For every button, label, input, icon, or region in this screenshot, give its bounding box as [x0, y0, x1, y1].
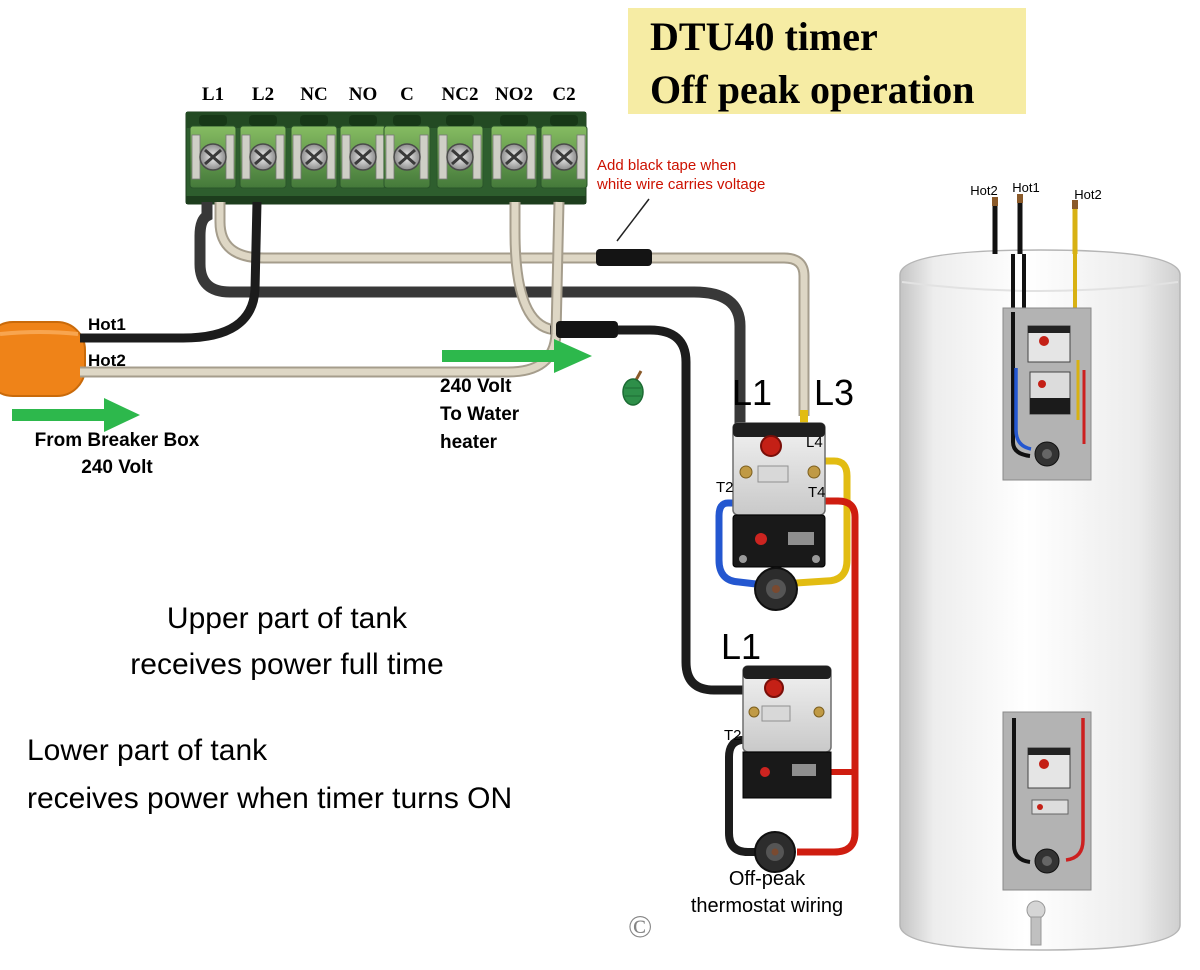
- wire-white-to-l3: [216, 202, 808, 416]
- terminal-nc2: [435, 113, 485, 190]
- title-line2: Off peak operation: [650, 67, 975, 112]
- tank-hot2-right-label: Hot2: [1074, 187, 1102, 202]
- terminal-label-no: NO: [348, 84, 378, 105]
- upper-thermostat-l1-label: L1: [731, 372, 773, 413]
- reset-button: [760, 435, 782, 457]
- wire-hot1: [80, 201, 262, 343]
- black-tape-segment: [596, 249, 652, 266]
- upper-thermostat: [732, 422, 826, 611]
- timer-terminal-block: [185, 111, 589, 205]
- heater-feed-line2: To Water: [440, 404, 520, 425]
- wire-white-switched: [511, 202, 559, 334]
- terminal-label-nc2: NC2: [441, 84, 479, 105]
- black-tape-segment: [556, 321, 618, 338]
- heater-feed-line1: 240 Volt: [440, 376, 512, 397]
- wire-hot2: [80, 201, 563, 376]
- heater-feed-line3: heater: [440, 432, 498, 453]
- lower-tank-note: Lower part of tank receives power when t…: [27, 727, 512, 823]
- terminal-label-no2: NO2: [495, 84, 533, 105]
- upper-heating-element: [754, 567, 798, 611]
- lower-thermostat-t2-label: T2: [724, 727, 742, 744]
- heater-feed-note: 240 Volt To Water heater: [440, 373, 519, 457]
- reset-button: [764, 678, 784, 698]
- offpeak-caption: Off-peak thermostat wiring: [682, 866, 852, 920]
- lower-element-panel: [1002, 711, 1092, 891]
- lower-tank-line1: Lower part of tank: [27, 734, 268, 767]
- title-line1: DTU40 timer: [650, 14, 878, 59]
- to-heater-arrow-icon: [442, 339, 592, 373]
- wire-switched-to-lower-thermostat: [550, 325, 760, 695]
- offpeak-line2: thermostat wiring: [690, 895, 844, 917]
- lower-heating-element: [754, 831, 796, 873]
- upper-thermostat-l3-label: L3: [813, 372, 855, 413]
- breaker-note-line2: 240 Volt: [81, 457, 153, 478]
- terminal-l2: [238, 113, 288, 190]
- upper-element-panel: [1002, 254, 1092, 481]
- terminal-label-c2: C2: [552, 84, 576, 105]
- tape-note-line2: white wire carries voltage: [597, 176, 766, 193]
- breaker-note: From Breaker Box 240 Volt: [8, 427, 226, 481]
- terminal-nc: [289, 113, 339, 190]
- hot2-label: Hot2: [88, 351, 126, 370]
- breaker-supply-cable: [0, 321, 86, 397]
- terminal-c: [382, 113, 432, 190]
- wire-blue-t2: [715, 499, 757, 588]
- wire-l1-to-upper-thermostat: [194, 202, 746, 432]
- terminal-no2: [489, 113, 539, 190]
- upper-tank-note: Upper part of tank receives power full t…: [72, 596, 502, 688]
- terminal-label-l1: L1: [201, 84, 225, 105]
- terminal-label-c: C: [400, 84, 414, 105]
- terminal-label-nc: NC: [300, 84, 328, 105]
- terminal-c2: [539, 113, 589, 190]
- lower-tank-line2: receives power when timer turns ON: [27, 782, 513, 815]
- wire-black-lower-t2: [725, 736, 763, 856]
- tank-hot2-left-label: Hot2: [970, 183, 998, 198]
- wiring: [80, 201, 859, 856]
- tape-callout-line: [616, 198, 650, 242]
- lower-thermostat-l1-label: L1: [720, 626, 762, 667]
- wire-yellow-l4: [795, 457, 851, 587]
- water-heater-tank: [899, 194, 1181, 951]
- upper-tank-line1: Upper part of tank: [166, 602, 408, 635]
- tape-note-line1: Add black tape when: [597, 157, 737, 174]
- terminal-no: [338, 113, 388, 190]
- wire-red-t4: [797, 497, 859, 856]
- breaker-note-line1: From Breaker Box: [34, 430, 200, 451]
- wire-nut: [622, 370, 644, 406]
- hot1-label: Hot1: [88, 315, 126, 334]
- drain-valve: [1026, 900, 1046, 946]
- terminal-l1: [188, 113, 238, 190]
- upper-tank-line2: receives power full time: [130, 648, 444, 681]
- title-box: DTU40 timer Off peak operation: [628, 8, 1026, 114]
- copyright-mark: ©: [628, 908, 653, 944]
- upper-thermostat-t2-label: T2: [716, 479, 734, 496]
- upper-thermostat-t4-label: T4: [808, 484, 826, 501]
- tape-note: Add black tape when white wire carries v…: [597, 156, 765, 194]
- upper-thermostat-l4-label: L4: [806, 434, 823, 451]
- tank-feed-wires: [992, 194, 1078, 254]
- terminal-label-l2: L2: [251, 84, 275, 105]
- breaker-arrow-icon: [12, 398, 140, 432]
- lower-thermostat: [742, 665, 832, 873]
- tank-hot1-label: Hot1: [1012, 180, 1040, 195]
- offpeak-line1: Off-peak: [728, 868, 806, 890]
